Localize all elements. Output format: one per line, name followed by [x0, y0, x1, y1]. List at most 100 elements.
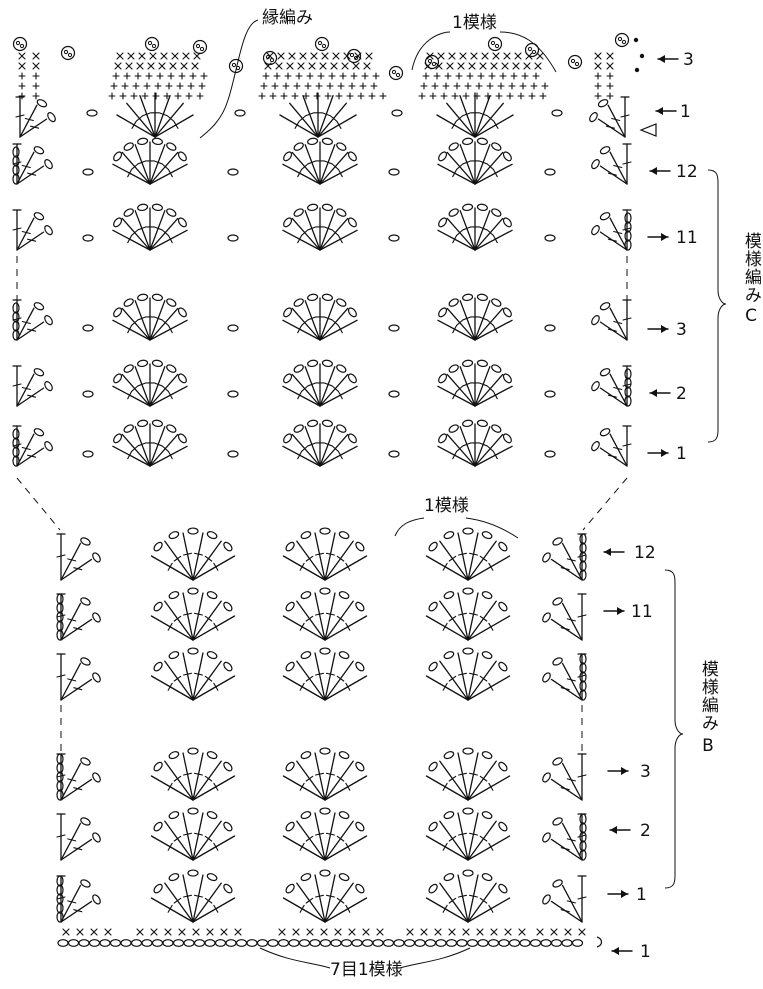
chain-stitch-icon: [414, 939, 426, 947]
chain-stitch-icon: [300, 811, 312, 820]
chain-stitch-icon: [462, 647, 474, 655]
chain-stitch-icon: [177, 217, 187, 228]
chain-stitch-icon: [477, 939, 489, 947]
chain-stitch-icon: [177, 433, 187, 444]
chain-stitch-icon: [319, 869, 331, 877]
chain-stitch-icon: [168, 811, 180, 820]
chain-stitch-icon: [391, 109, 403, 117]
chain-stitch-icon: [347, 433, 357, 444]
chain-stitch-icon: [78, 939, 90, 947]
chain-stitch-icon: [355, 761, 365, 772]
chain-stitch-icon: [393, 939, 405, 947]
picot-icon: [12, 32, 645, 81]
chain-stitch-icon: [223, 883, 233, 894]
chain-stitch-icon: [491, 364, 502, 373]
chain-stitch-icon: [445, 939, 458, 947]
fan-stitch-icon: [437, 419, 513, 467]
chain-stitch-icon: [256, 939, 269, 947]
chain-stitch-icon: [448, 142, 459, 151]
c-row: [12, 359, 632, 407]
chain-stitch-icon: [462, 527, 474, 535]
fan-stitch-icon: [437, 293, 513, 341]
chain-stitch-icon: [206, 751, 218, 760]
chain-stitch-icon: [80, 757, 91, 766]
chain-stitch-icon: [443, 873, 455, 882]
chain-stitch-icon: [544, 234, 556, 242]
chain-stitch-icon: [300, 751, 312, 760]
chain-stitch-icon: [44, 315, 53, 326]
arrow-left-icon: [603, 548, 625, 556]
chain-stitch-icon: [338, 651, 350, 660]
fan-stitch-icon: [437, 203, 513, 251]
chain-stitch-icon: [120, 939, 132, 947]
chain-stitch-icon: [544, 324, 556, 332]
chain-stitch-icon: [508, 939, 521, 947]
chain-stitch-icon: [113, 433, 123, 444]
chain-stitch-icon: [223, 821, 233, 832]
fan-stitch-icon: [279, 92, 357, 138]
chain-stitch-icon: [227, 324, 239, 332]
chain-stitch-icon: [502, 217, 512, 228]
chain-stitch-icon: [491, 208, 502, 217]
fan-stitch-icon: [282, 587, 368, 641]
b-row: [56, 807, 587, 861]
chain-stitch-icon: [355, 661, 365, 672]
border-row-1-number: 1: [680, 102, 691, 122]
single-crochet-icon: [18, 52, 614, 100]
fan-stitch-icon: [282, 527, 368, 581]
chain-stitch-icon: [351, 939, 363, 947]
chain-stitch-icon: [388, 450, 400, 458]
chain-stitch-icon: [456, 939, 468, 947]
edge-fan-stitch-icon: [591, 365, 632, 407]
chain-stitch-icon: [307, 419, 319, 428]
chain-stitch-icon: [82, 390, 94, 398]
chain-stitch-icon: [187, 807, 199, 815]
edge-fan-stitch-icon: [12, 365, 53, 407]
chain-stitch-icon: [529, 939, 542, 947]
chain-stitch-icon: [86, 109, 98, 117]
chain-stitch-icon: [355, 601, 365, 612]
chain-stitch-icon: [166, 364, 177, 373]
chain-stitch-icon: [293, 142, 304, 151]
fan-stitch-icon: [112, 203, 188, 251]
chain-stitch-icon: [285, 661, 295, 672]
fan-stitch-icon: [282, 203, 358, 251]
chain-stitch-icon: [193, 939, 206, 947]
arrow-right-icon: [647, 325, 669, 333]
fan-stitch-icon: [150, 869, 236, 923]
fan-stitch-icon: [150, 807, 236, 861]
chain-stitch-icon: [544, 390, 556, 398]
chain-stitch-icon: [571, 939, 584, 947]
chain-stitch-icon: [551, 109, 563, 117]
chain-stitch-icon: [44, 159, 53, 170]
chain-stitch-icon: [591, 315, 600, 326]
border-edging-rows: [12, 19, 657, 139]
arrow-left-icon: [611, 947, 633, 955]
chain-stitch-icon: [151, 939, 164, 947]
chain-stitch-icon: [307, 137, 319, 146]
turning-chain-icon: [12, 428, 20, 467]
fan-stitch-icon: [436, 92, 514, 138]
chain-stitch-icon: [438, 217, 448, 228]
chain-stitch-icon: [92, 832, 101, 843]
chain-stitch-icon: [552, 757, 563, 766]
chain-stitch-icon: [491, 298, 502, 307]
fan-stitch-icon: [112, 359, 188, 407]
chain-stitch-icon: [80, 657, 91, 666]
edge-fan-stitch-icon: [591, 299, 632, 341]
chain-stitch-icon: [168, 751, 180, 760]
chain-stitch-icon: [591, 225, 600, 236]
chain-stitch-icon: [481, 531, 493, 540]
chain-stitch-icon: [82, 234, 94, 242]
chain-stitch-icon: [123, 142, 134, 151]
fan-stitch-icon: [437, 359, 513, 407]
chain-stitch-icon: [225, 939, 237, 947]
chain-stitch-icon: [285, 601, 295, 612]
chain-stitch-icon: [44, 381, 53, 392]
chain-stitch-icon: [300, 531, 312, 540]
chain-stitch-icon: [321, 359, 333, 368]
edge-fan-stitch-icon: [542, 653, 587, 701]
fan-stitch-icon: [425, 747, 511, 801]
chain-stitch-icon: [491, 142, 502, 151]
chain-stitch-icon: [44, 441, 53, 452]
